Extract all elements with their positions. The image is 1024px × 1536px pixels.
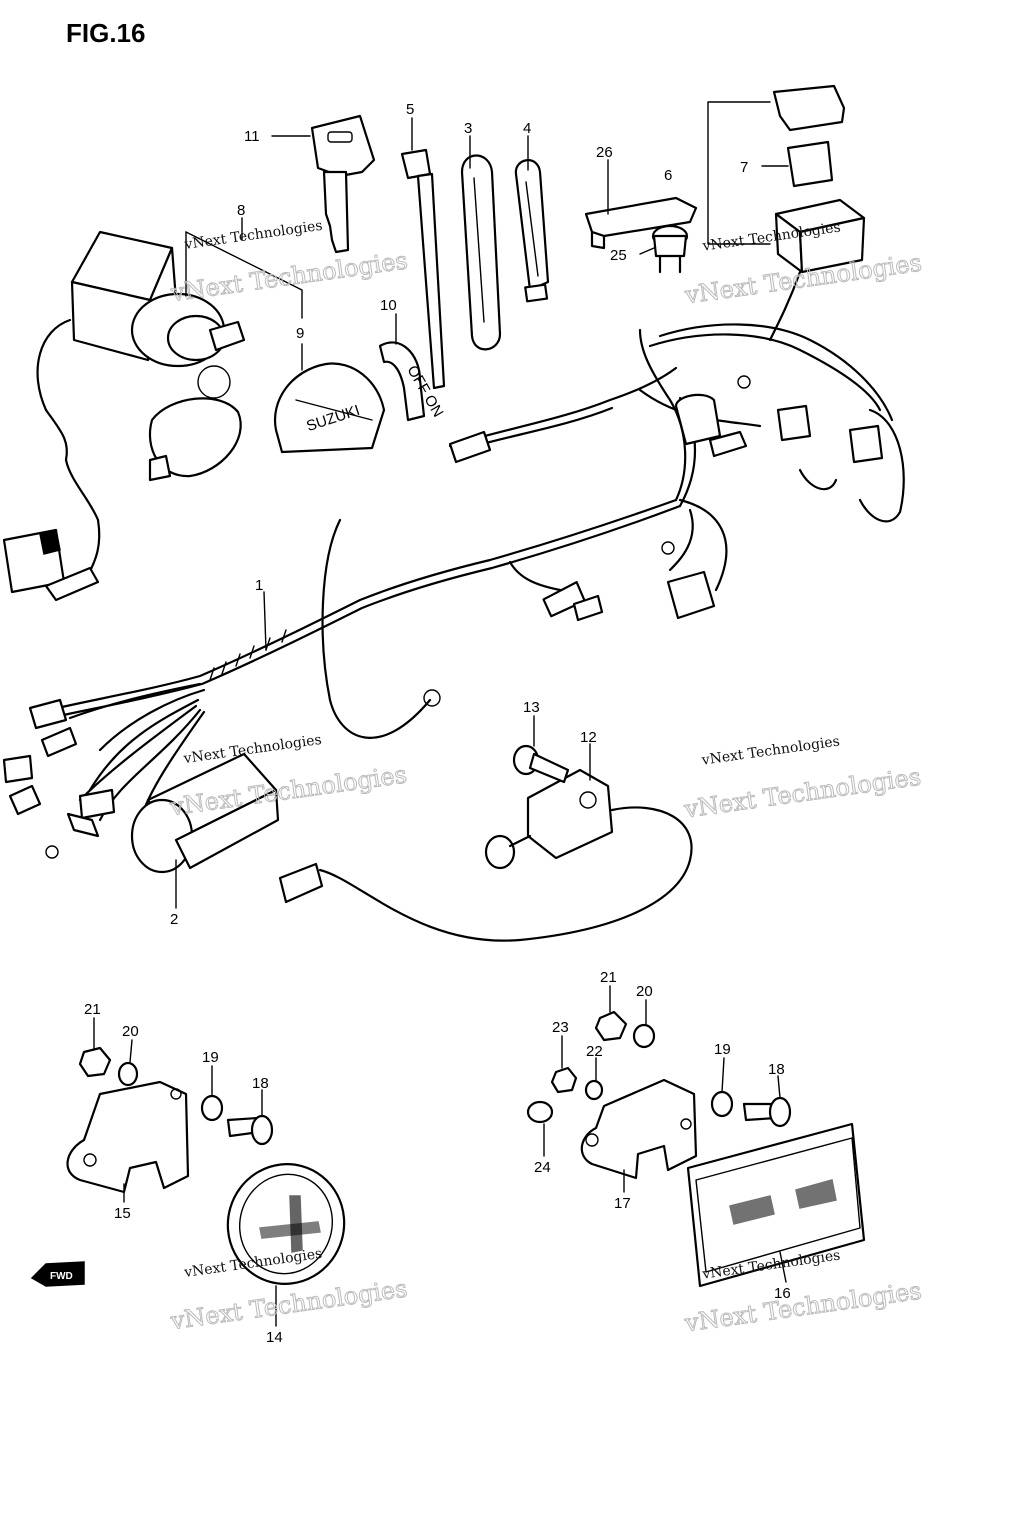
relay-25-icon xyxy=(651,224,689,274)
nut-23-icon xyxy=(550,1066,578,1094)
callout-19-right: 19 xyxy=(714,1041,731,1058)
callout-2: 2 xyxy=(170,911,178,928)
callout-16: 16 xyxy=(774,1285,791,1302)
callout-20-left: 20 xyxy=(122,1023,139,1040)
ignition-switch-icon xyxy=(36,230,246,577)
fwd-arrow-icon: FWD xyxy=(30,1261,85,1287)
condenser-icon xyxy=(130,752,280,874)
fuse-box-cover-icon xyxy=(772,84,846,132)
screw-13-icon xyxy=(512,744,570,784)
svg-text:vNext Technologies: vNext Technologies xyxy=(682,1277,923,1338)
callout-5: 5 xyxy=(406,101,414,118)
reflector-14-icon xyxy=(226,1163,346,1285)
bracket-26-icon xyxy=(584,196,698,250)
bolt-18-right-icon xyxy=(742,1096,792,1128)
callout-15: 15 xyxy=(114,1205,131,1222)
washer-20-left-icon xyxy=(117,1061,139,1087)
svg-text:vNext Technologies: vNext Technologies xyxy=(168,246,409,307)
callout-19-left: 19 xyxy=(202,1049,219,1066)
svg-text:vNext Technologies: vNext Technologies xyxy=(167,760,408,821)
callout-22: 22 xyxy=(586,1043,603,1060)
washer-22-icon xyxy=(584,1079,604,1101)
watermark-mid-right: vNext Technologies vNext Technologies xyxy=(681,733,923,824)
svg-text:vNext Technologies: vNext Technologies xyxy=(682,763,923,824)
callout-17: 17 xyxy=(614,1195,631,1212)
callout-14: 14 xyxy=(266,1329,283,1346)
svg-text:vNext Technologies: vNext Technologies xyxy=(183,218,324,253)
fuse-7-icon xyxy=(786,140,834,188)
callout-11: 11 xyxy=(244,128,260,145)
fwd-badge: FWD xyxy=(50,1271,73,1282)
callout-21-right: 21 xyxy=(600,969,617,986)
cable-tie-icon xyxy=(400,148,446,390)
brake-switch-icon xyxy=(278,768,693,942)
callout-20-right: 20 xyxy=(636,983,653,1000)
clamp-band-3-icon xyxy=(460,154,502,351)
license-lamp-16-icon xyxy=(686,1122,866,1288)
lamp-bracket-15-icon xyxy=(66,1080,190,1194)
callout-8: 8 xyxy=(237,202,245,219)
svg-text:vNext Technologies: vNext Technologies xyxy=(700,733,841,768)
callout-26: 26 xyxy=(596,144,613,161)
callout-3: 3 xyxy=(464,120,472,137)
callout-labels: 1 2 3 4 5 6 7 8 9 10 11 12 13 14 15 16 1… xyxy=(84,101,791,1346)
figure-title: FIG.16 xyxy=(66,18,145,48)
callout-9: 9 xyxy=(296,325,304,342)
nut-21-left-icon xyxy=(78,1046,112,1078)
callout-1: 1 xyxy=(255,577,263,594)
callout-6: 6 xyxy=(664,167,672,184)
watermark-mid-left: vNext Technologies vNext Technologies xyxy=(167,732,409,822)
callout-23: 23 xyxy=(552,1019,569,1036)
callout-24: 24 xyxy=(534,1159,551,1176)
fuse-holder-icon xyxy=(768,198,866,342)
washer-19-right-icon xyxy=(710,1090,734,1118)
callout-10: 10 xyxy=(380,297,397,314)
key-fob-icon xyxy=(148,365,242,482)
callout-13: 13 xyxy=(523,699,540,716)
callout-25: 25 xyxy=(610,247,627,264)
callout-21-left: 21 xyxy=(84,1001,101,1018)
callout-12: 12 xyxy=(580,729,597,746)
callout-18-right: 18 xyxy=(768,1061,785,1078)
watermark-top-left: vNext Technologies vNext Technologies xyxy=(168,218,410,308)
washer-20-right-icon xyxy=(632,1023,656,1049)
washer-19-left-icon xyxy=(200,1094,224,1122)
callout-18-left: 18 xyxy=(252,1075,269,1092)
ignition-connector-icon xyxy=(2,528,100,602)
callout-7: 7 xyxy=(740,159,748,176)
key-icon xyxy=(310,114,376,254)
harness-connectors-icon xyxy=(2,375,884,859)
rivet-24-icon xyxy=(526,1100,554,1124)
group-bracket-6 xyxy=(707,101,771,245)
leader-lines xyxy=(93,117,789,1327)
bolt-18-left-icon xyxy=(226,1114,274,1146)
callout-4: 4 xyxy=(523,120,531,137)
clamp-band-4-icon xyxy=(514,159,550,303)
nut-21-right-icon xyxy=(594,1010,628,1042)
ignition-cover-icon: SUZUKI xyxy=(273,362,386,454)
lamp-bracket-17-icon xyxy=(580,1078,698,1180)
